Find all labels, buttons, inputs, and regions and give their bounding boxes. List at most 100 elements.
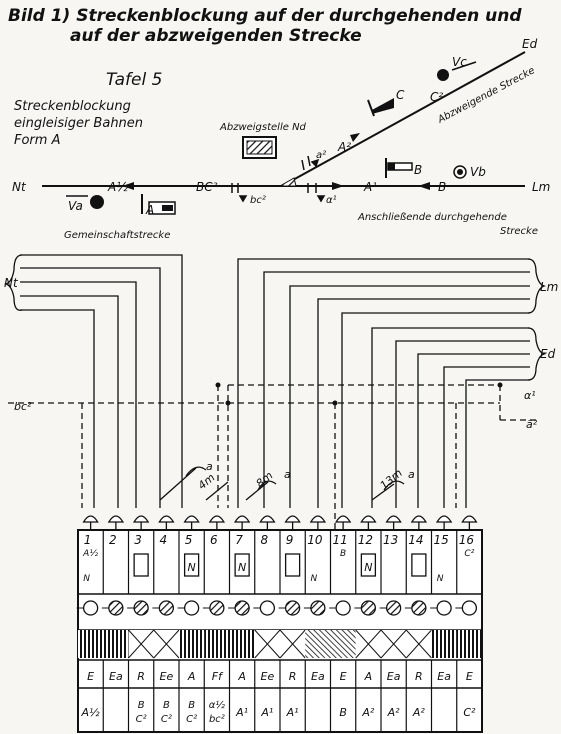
block-top-label: C² (464, 549, 474, 559)
indicator-lamp-icon (411, 600, 427, 616)
block-function: Ff (212, 670, 224, 683)
label-bc2-small: bc² (250, 195, 266, 206)
band-cross (405, 629, 432, 659)
label-bc2: BC² (196, 180, 218, 194)
arrow-a2-icon (350, 133, 360, 142)
track-circuit-bc2-icon (231, 183, 248, 203)
band-segment (179, 630, 205, 658)
junction-dots (215, 382, 503, 406)
indicator-lamp-icon (360, 600, 377, 616)
block-n-label: N (311, 574, 318, 584)
label-anschliessende-1: Anschließende durchgehende (357, 212, 507, 223)
block-function: E (87, 670, 94, 683)
block-bottom-label: B (163, 700, 170, 711)
track-circuit-alpha1-icon (307, 183, 326, 203)
label-ed: Ed (522, 37, 538, 51)
block-function: Ee (261, 670, 275, 683)
block-bottom-label: C² (463, 706, 476, 719)
band-segment (330, 630, 356, 658)
wiring-label-alpha1: α¹ (524, 389, 536, 402)
band-cross (254, 629, 281, 659)
figure-title: Bild 1) Streckenblockung auf der durchge… (8, 6, 522, 46)
block-n-label: N (437, 574, 444, 584)
label-b-box: B (414, 163, 422, 177)
contact-bell-icon (107, 515, 125, 523)
block-number: 9 (286, 533, 294, 547)
band-segment (229, 630, 255, 658)
label-a-box: A (145, 203, 154, 217)
block-function: Ea (387, 670, 401, 683)
label-c2: C² (430, 90, 443, 104)
contact-bell-icon (284, 515, 301, 523)
arrow-a-half-icon (122, 182, 134, 190)
block-function: Ee (160, 670, 174, 683)
label-nt: Nt (12, 180, 27, 194)
contact-bell-icon (309, 515, 327, 523)
key-tag-13m: 13m (378, 466, 405, 492)
indicator-lamp-icon (234, 600, 250, 616)
label-a2: A² (337, 140, 351, 154)
branch-track (281, 51, 526, 187)
block-number: 16 (459, 533, 475, 547)
block-bottom-label: A² (387, 706, 401, 719)
signal-c-box-icon (367, 98, 394, 117)
block-bottom-label: A² (361, 706, 375, 719)
contact-bell-icon (435, 515, 453, 523)
indicator-lamp-icon (436, 600, 452, 616)
indicator-lamp-icon (259, 600, 276, 616)
indicator-lamp-icon (310, 600, 326, 616)
tafel-label: Tafel 5 (106, 70, 163, 90)
block-number: 13 (383, 533, 398, 547)
block-n-label: N (83, 574, 90, 584)
signal-vc-icon (437, 61, 477, 81)
label-a1: A¹ (363, 180, 377, 194)
block-function: R (415, 670, 423, 683)
arrow-a1-icon (332, 182, 344, 190)
block-number: 12 (358, 533, 373, 547)
contact-bell-icon (132, 515, 150, 523)
wiring-label-bc2: bc² (14, 400, 32, 413)
block-number: 8 (261, 533, 269, 547)
block-number: 5 (185, 533, 193, 547)
block-bottom-label: B (188, 700, 195, 711)
block-table: 1A½NEA½2Ea3RBC²4EeBC²5NABC²6Ffα½bc²7NAA¹… (76, 515, 483, 733)
wiring-label-a2: ā² (526, 418, 538, 431)
band-segment (78, 630, 104, 658)
track-circuit-a2-icon (301, 155, 320, 171)
label-alpha1: α¹ (326, 195, 337, 206)
arrow-b-icon (418, 182, 430, 190)
block-bottom-label: B (138, 700, 145, 711)
contact-bell-icon (82, 515, 99, 523)
block-function: Ea (437, 670, 451, 683)
block-function: A (237, 670, 246, 683)
label-vc: Vc (452, 55, 467, 69)
label-va: Va (68, 199, 83, 213)
band-cross (355, 629, 382, 659)
subtitle: Streckenblockung eingleisiger Bahnen For… (14, 98, 143, 149)
key-tag-a3: a (408, 468, 415, 481)
block-number: 1 (84, 533, 92, 547)
key-contacts (159, 466, 405, 501)
band-segment (431, 630, 457, 658)
label-anschliessende-2: Strecke (500, 226, 538, 237)
contact-bell-icon (158, 515, 175, 523)
subtitle-line-1: Streckenblockung (14, 99, 131, 114)
block-number: 10 (307, 533, 323, 547)
block-box-a-icon (141, 194, 176, 215)
block-bottom-label: A¹ (260, 706, 273, 719)
block-bottom-label: C² (136, 714, 147, 725)
block-bottom-label: bc² (209, 714, 225, 725)
label-c: C (396, 88, 405, 102)
band-segment (103, 630, 129, 658)
indicator-lamp-icon (284, 600, 301, 616)
block-window (183, 553, 200, 577)
contact-bell-icon (360, 515, 377, 523)
block-bottom-label: A¹ (235, 706, 248, 719)
subtitle-line-2: eingleisiger Bahnen (14, 116, 144, 131)
block-window (234, 553, 250, 577)
contact-bell-icon (259, 515, 276, 523)
abzweigstelle-building-icon (242, 136, 277, 159)
band-segment (305, 630, 331, 658)
signal-va-icon (66, 195, 104, 209)
band-cross (279, 629, 306, 659)
